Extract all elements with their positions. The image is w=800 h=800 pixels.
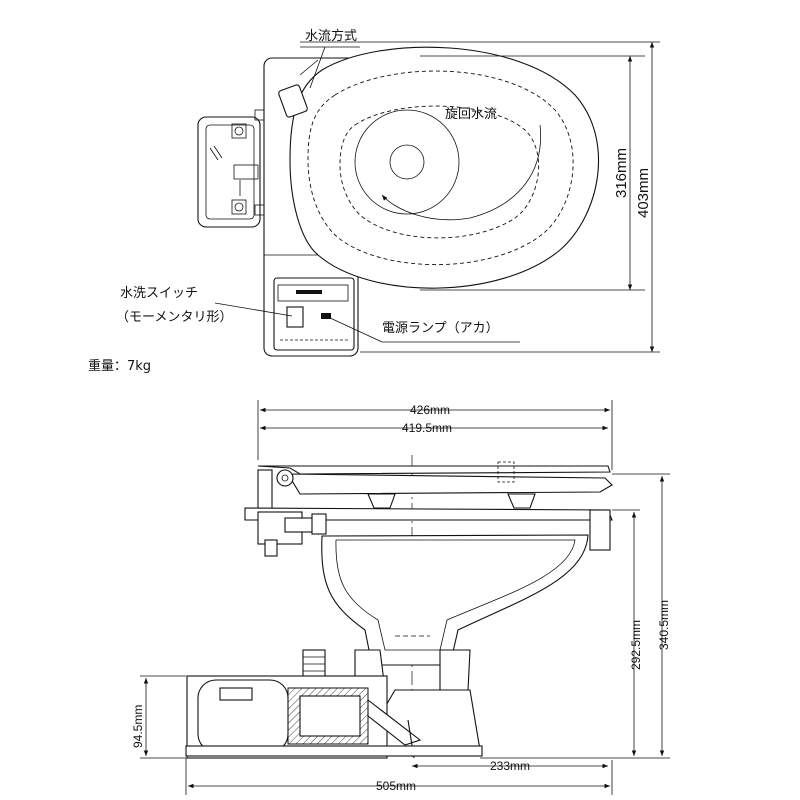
dim-94-5: 94.5mm [131,705,145,748]
side-view: 426mm 419.5mm [131,400,671,795]
control-panel [273,277,355,351]
swirl-arrow-icon [381,124,542,221]
bowl-inner-dashed [339,105,539,239]
dim-233: 233mm [490,759,530,773]
label-water-method: 水流方式 [305,28,357,44]
seat [287,473,613,495]
dim-340-5: 340.5mm [657,600,671,650]
rear-bracket [197,109,268,228]
label-power-lamp: 電源ランプ（アカ） [382,321,499,336]
weight-label: 重量：7kg [88,358,151,374]
dim-292-5: 292.5mm [629,620,643,670]
dim-505: 505mm [376,779,416,793]
bowl [321,534,589,666]
dim-426: 426mm [410,403,450,417]
bowl-rim-dashed [307,70,574,266]
dim-419-5: 419.5mm [402,421,452,435]
label-membrane: （モーメンタリ形） [116,310,232,325]
top-view: 水流方式 旋回水流 水洗スイッチ （モーメンタリ形） 電源ランプ（アカ） 316… [116,28,660,357]
label-swirl: 旋回水流 [445,107,497,122]
drain-inner [389,144,425,180]
dim-403: 403mm [635,168,652,218]
drain-outer [354,109,460,215]
lid [257,465,611,475]
rim [244,507,613,521]
seat-outline [289,46,600,289]
flush-switch-button[interactable] [286,306,304,328]
label-flush-switch: 水洗スイッチ [120,286,198,301]
dim-316: 316mm [613,148,630,198]
power-lamp-indicator [321,313,331,319]
